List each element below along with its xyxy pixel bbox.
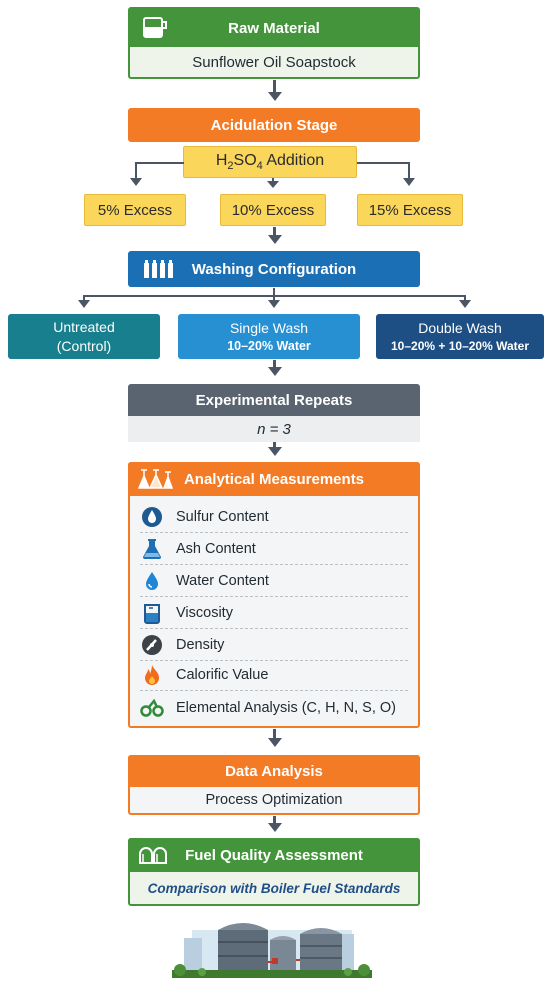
wash-option-untreated: Untreated (Control) (8, 314, 160, 359)
lab-flasks-icon (137, 468, 174, 490)
water-drop-icon (140, 569, 164, 593)
fuel-quality-header: Fuel Quality Assessment (128, 838, 420, 872)
branch-line (135, 162, 137, 179)
fuel-quality-title: Fuel Quality Assessment (185, 846, 363, 864)
arrow-down-icon (268, 92, 282, 101)
wash-option-single: Single Wash 10–20% Water (178, 314, 360, 359)
bottles-icon (143, 259, 175, 279)
reagent-box: H2SO4 Addition (183, 146, 357, 178)
arrow-down-icon (459, 300, 471, 308)
data-analysis-subtitle: Process Optimization (205, 792, 343, 808)
washing-title: Washing Configuration (191, 260, 357, 278)
flame-icon (140, 663, 164, 687)
connector-line (273, 80, 276, 93)
arrow-down-icon (78, 300, 90, 308)
arrow-down-icon (268, 447, 282, 456)
branch-line (136, 162, 184, 164)
measurement-item: Viscosity (140, 598, 408, 629)
beaker-icon (140, 601, 164, 625)
repeats-header: Experimental Repeats (128, 384, 420, 416)
arrow-down-icon (268, 738, 282, 747)
arrow-down-icon (267, 181, 279, 188)
wash-option-double: Double Wash 10–20% + 10–20% Water (376, 314, 544, 359)
measurements-block (128, 462, 420, 728)
data-analysis-header: Data Analysis (128, 755, 420, 787)
measurement-item: Elemental Analysis (C, H, N, S, O) (140, 692, 408, 723)
reagent-label: H2SO4 Addition (215, 151, 325, 173)
washing-header: Washing Configuration (128, 251, 420, 287)
branch-line (83, 295, 85, 301)
molecule-icon (140, 696, 164, 720)
measurement-item: Density (140, 630, 408, 661)
acidulation-header: Acidulation Stage (128, 108, 420, 142)
measurement-item: Sulfur Content (140, 502, 408, 533)
raw-material-header: Raw Material (130, 9, 418, 47)
branch-line (464, 295, 466, 301)
sulfur-drop-icon (140, 505, 164, 529)
arrow-down-icon (268, 823, 282, 832)
repeats-title: Experimental Repeats (195, 391, 353, 409)
measurements-header: Analytical Measurements (128, 462, 420, 496)
repeats-value: n = 3 (128, 416, 420, 442)
raw-material-title: Raw Material (228, 19, 320, 37)
connector-line (273, 360, 276, 368)
branch-line (408, 162, 410, 179)
connector-line (273, 227, 276, 236)
flask-icon (140, 537, 164, 561)
arrow-down-icon (268, 367, 282, 376)
tanks-icon (138, 846, 168, 864)
connector-line (273, 729, 276, 739)
connector-line (273, 816, 276, 824)
acidulation-title: Acidulation Stage (210, 116, 338, 134)
arrow-down-icon (403, 178, 415, 186)
fuel-quality-subtitle: Comparison with Boiler Fuel Standards (147, 880, 401, 896)
storage-tanks-illustration (172, 912, 372, 982)
excess-option-5: 5% Excess (84, 194, 186, 226)
container-icon (142, 16, 170, 40)
measurements-title: Analytical Measurements (183, 470, 365, 488)
branch-line (357, 162, 409, 164)
branch-line (273, 288, 275, 296)
arrow-down-icon (268, 300, 280, 308)
measurement-item: Calorific Value (140, 660, 408, 691)
measurement-item: Ash Content (140, 534, 408, 565)
excess-option-15: 15% Excess (357, 194, 463, 226)
connector-line (273, 442, 276, 448)
raw-material-block: Raw Material Sunflower Oil Soapstock (128, 7, 420, 79)
arrow-down-icon (268, 235, 282, 244)
measurement-item: Water Content (140, 566, 408, 597)
excess-option-10: 10% Excess (220, 194, 326, 226)
raw-material-subtitle: Sunflower Oil Soapstock (192, 53, 356, 71)
branch-line (272, 178, 274, 182)
gauge-icon (140, 633, 164, 657)
data-analysis-title: Data Analysis (225, 762, 323, 780)
branch-line (273, 295, 275, 301)
arrow-down-icon (130, 178, 142, 186)
